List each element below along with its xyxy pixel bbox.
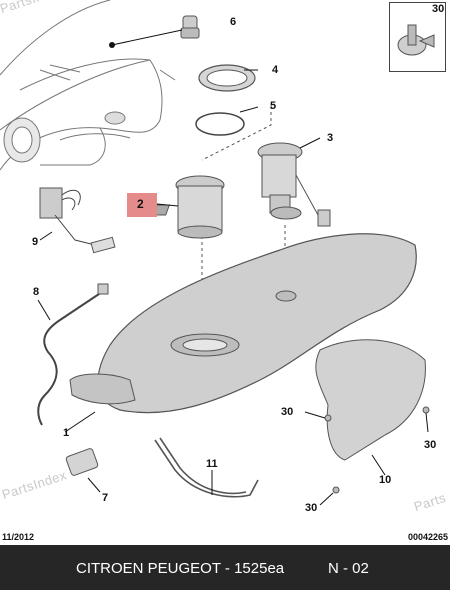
callout-7[interactable]: 7 xyxy=(102,492,109,504)
callout-30-bottom[interactable]: 30 xyxy=(305,502,318,514)
callout-30-left[interactable]: 30 xyxy=(281,406,294,418)
part-10-heat-shield xyxy=(315,339,426,476)
callout-10[interactable]: 10 xyxy=(379,474,392,486)
callout-5[interactable]: 5 xyxy=(270,100,277,112)
part-3-pump-module xyxy=(257,137,331,227)
callout-30-inset[interactable]: 30 xyxy=(432,3,445,15)
callout-11[interactable]: 11 xyxy=(206,458,218,470)
part-5-seal xyxy=(195,106,259,136)
callout-3[interactable]: 3 xyxy=(327,132,334,144)
part-11-strap xyxy=(154,437,259,498)
part-4-lock-ring xyxy=(198,64,258,92)
part-9-level-sender xyxy=(39,187,116,254)
part-6-sensor xyxy=(109,15,200,48)
callout-8[interactable]: 8 xyxy=(33,286,40,298)
inset-part-30-box xyxy=(389,2,446,72)
callout-9[interactable]: 9 xyxy=(32,236,39,248)
part-2-pump-insert xyxy=(147,175,225,239)
callout-6[interactable]: 6 xyxy=(230,16,237,28)
fasteners-30 xyxy=(304,406,430,506)
callout-30-right[interactable]: 30 xyxy=(424,439,437,451)
part-1-fuel-tank xyxy=(64,233,417,433)
callout-2[interactable]: 2 xyxy=(137,197,144,211)
diagram-date: 11/2012 xyxy=(2,532,35,542)
diagram-page-number: N - 02 xyxy=(328,560,369,577)
diagram-title: CITROEN PEUGEOT - 1525ea xyxy=(76,560,285,577)
car-front-illustration xyxy=(0,0,176,171)
part-7-fuel-filter xyxy=(65,448,101,493)
title-bar xyxy=(0,545,450,590)
part-8-vent-pipe xyxy=(37,283,109,426)
callout-1[interactable]: 1 xyxy=(63,427,70,439)
diagram-reference: 00042265 xyxy=(407,532,448,542)
callout-4[interactable]: 4 xyxy=(272,64,279,76)
highlight-badge-part-2 xyxy=(127,193,157,217)
fuel-system-diagram xyxy=(0,0,430,506)
clip-fastener-icon xyxy=(397,24,435,56)
